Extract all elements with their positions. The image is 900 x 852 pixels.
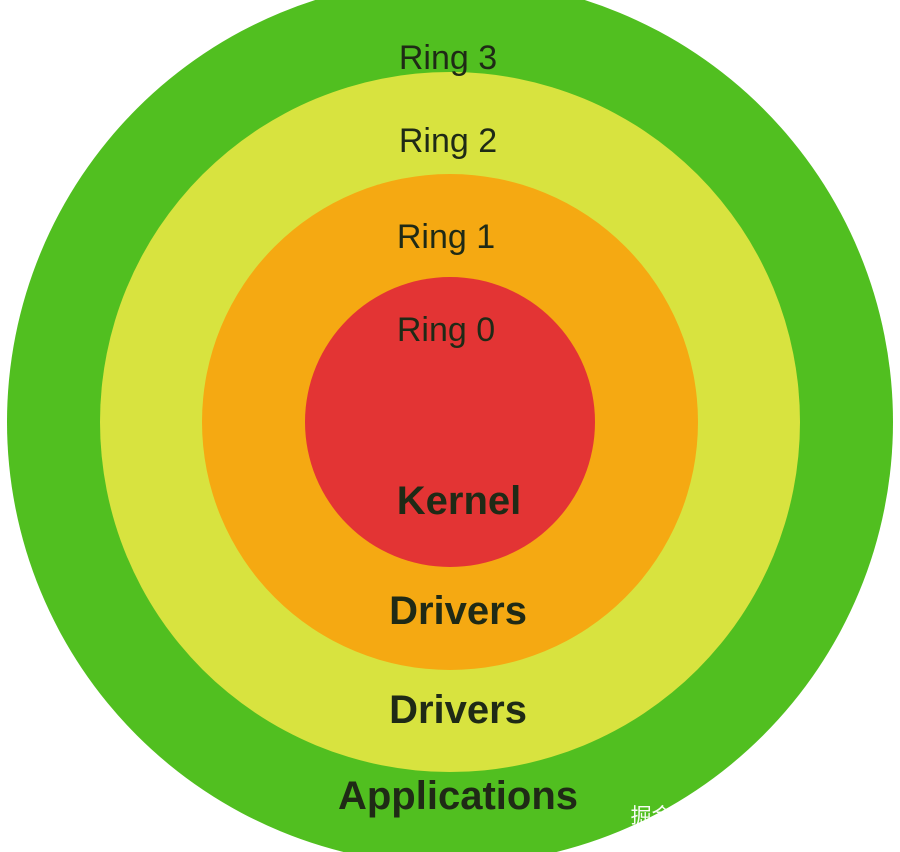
ring-0-shape — [305, 277, 595, 567]
ring-1-title: Ring 1 — [397, 218, 495, 256]
ring-0-title: Ring 0 — [397, 311, 495, 349]
ring-2-role: Drivers — [389, 688, 527, 732]
ring-3-role: Applications — [338, 774, 578, 818]
watermark-text: 掘金技术社区 @ 布客飞龙 — [631, 804, 875, 828]
ring-0-role: Kernel — [397, 479, 522, 523]
ring-3-title: Ring 3 — [399, 39, 497, 77]
ring-2-title: Ring 2 — [399, 122, 497, 160]
ring-1-role: Drivers — [389, 589, 527, 633]
